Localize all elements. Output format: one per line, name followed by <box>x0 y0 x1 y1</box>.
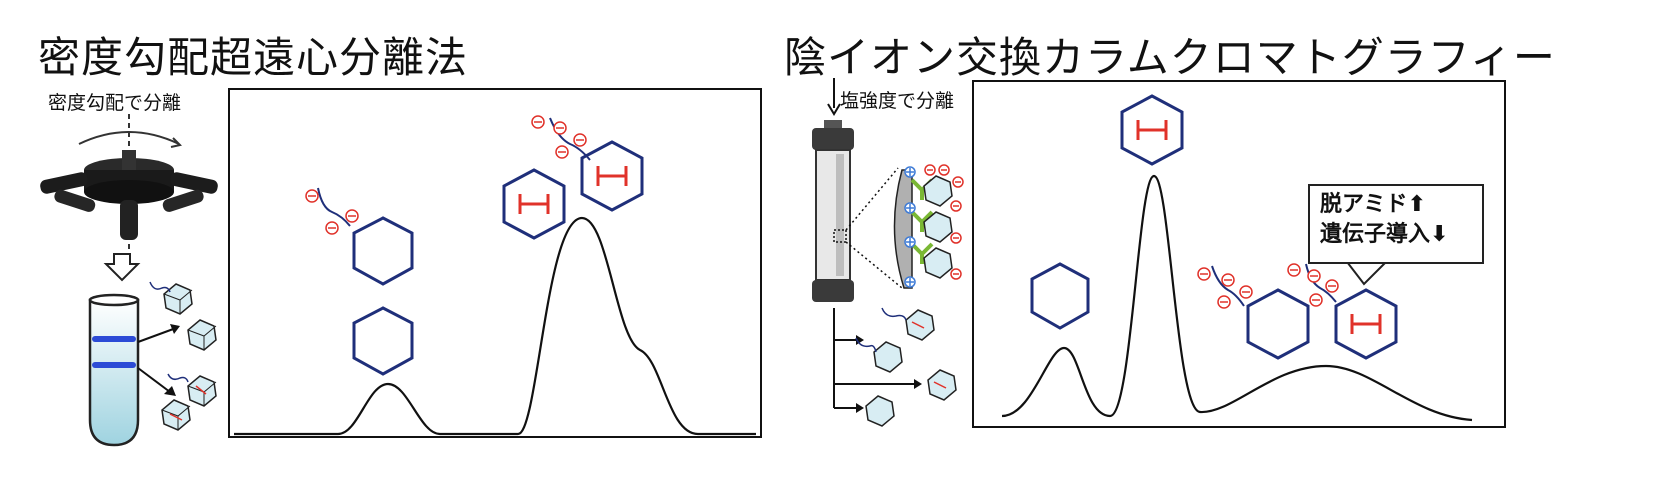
arrow-up-icon: ⬆ <box>1407 192 1426 217</box>
deamidated-empty-hexagon <box>1246 288 1310 360</box>
right-curve <box>1001 174 1473 422</box>
right-chromatogram <box>1001 94 1473 422</box>
callout-line-2: 遺伝子導入⬇ <box>1320 222 1449 247</box>
left-title: 密度勾配超遠心分離法 <box>38 33 469 82</box>
arrow-down-icon: ⬇ <box>1430 222 1449 247</box>
empty-capsid-hexagon <box>352 216 414 286</box>
callout-line-1: 脱アミド⬆ <box>1320 192 1426 217</box>
left-chromatogram-box <box>228 88 762 438</box>
flow-arrow-icon <box>827 78 841 116</box>
right-method-label: 塩強度で分離 <box>840 90 955 112</box>
down-arrow-icon <box>103 253 141 282</box>
fraction-arrows <box>833 307 957 427</box>
centrifuge-rotor-icon <box>40 114 218 260</box>
centrifuge-tube-icon <box>88 293 140 447</box>
deamidation-callout: 脱アミド⬆ 遺伝子導入⬇ <box>1308 184 1484 264</box>
chromatography-column-icon <box>812 120 964 302</box>
right-title: 陰イオン交換カラムクロマトグラフィー <box>784 33 1556 82</box>
band-arrows <box>137 324 180 396</box>
left-chromatogram <box>234 115 756 436</box>
empty-capsid-hexagon-deamidated <box>352 306 414 376</box>
empty-capsid-hexagon-right <box>1030 262 1090 330</box>
capsid-particles-left <box>149 281 217 431</box>
left-method-label: 密度勾配で分離 <box>48 92 182 114</box>
left-curve <box>234 216 756 436</box>
